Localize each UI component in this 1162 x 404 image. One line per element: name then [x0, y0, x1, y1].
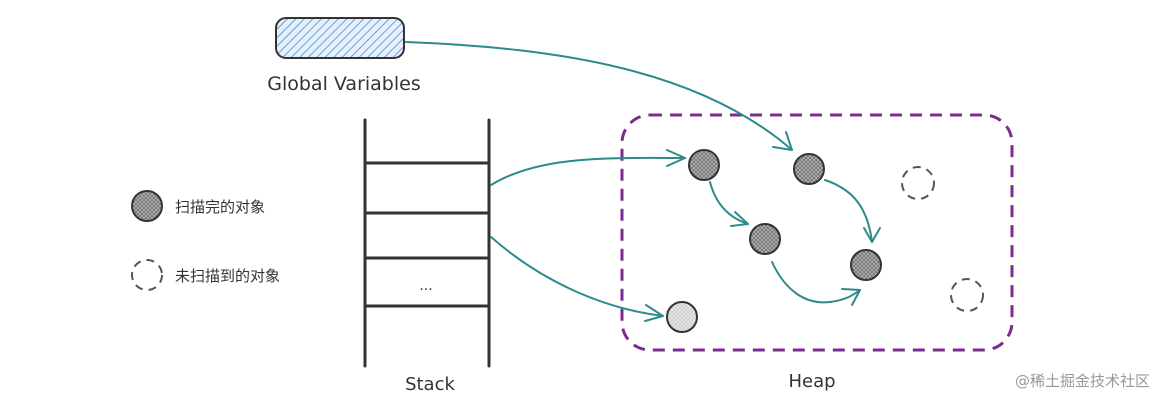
arrow-object-1-to-object-3	[709, 181, 749, 225]
legend-scanned-icon	[131, 190, 163, 222]
arrow-head	[730, 211, 749, 227]
arrow-stack-to-object-1	[490, 156, 686, 186]
reference-arrows	[405, 41, 881, 322]
legend-unscanned-label: 未扫描到的对象	[175, 267, 280, 285]
scanned-object	[688, 149, 720, 181]
arrow-head	[644, 304, 664, 322]
stack-label: Stack	[405, 374, 455, 395]
arrow-head	[863, 227, 881, 243]
unscanned-object	[901, 166, 935, 200]
stack	[363, 118, 491, 368]
arrow-object-3-to-object-4	[771, 261, 861, 304]
arrow-global-to-object	[405, 41, 793, 151]
heap-region	[620, 113, 1014, 352]
arrow-stack-to-object-5	[490, 236, 664, 317]
arrow-object-2-to-object-4	[824, 179, 873, 243]
scanned-object	[850, 249, 882, 281]
legend-unscanned-icon	[131, 259, 163, 291]
stack-ellipsis: ...	[419, 278, 432, 294]
legend-scanned-label: 扫描完的对象	[175, 198, 265, 216]
global-variables-box	[275, 17, 405, 59]
arrow-head	[841, 288, 861, 306]
heap-label: Heap	[788, 371, 835, 392]
reached-object	[666, 301, 698, 333]
global-variables-label: Global Variables	[267, 73, 420, 95]
arrow-head	[772, 131, 793, 151]
scanned-object	[793, 153, 825, 185]
arrow-head	[666, 149, 686, 167]
legend: 扫描完的对象 未扫描到的对象	[131, 190, 280, 291]
scanned-object	[749, 223, 781, 255]
unscanned-object	[950, 278, 984, 312]
watermark: @稀土掘金技术社区	[1015, 372, 1150, 390]
